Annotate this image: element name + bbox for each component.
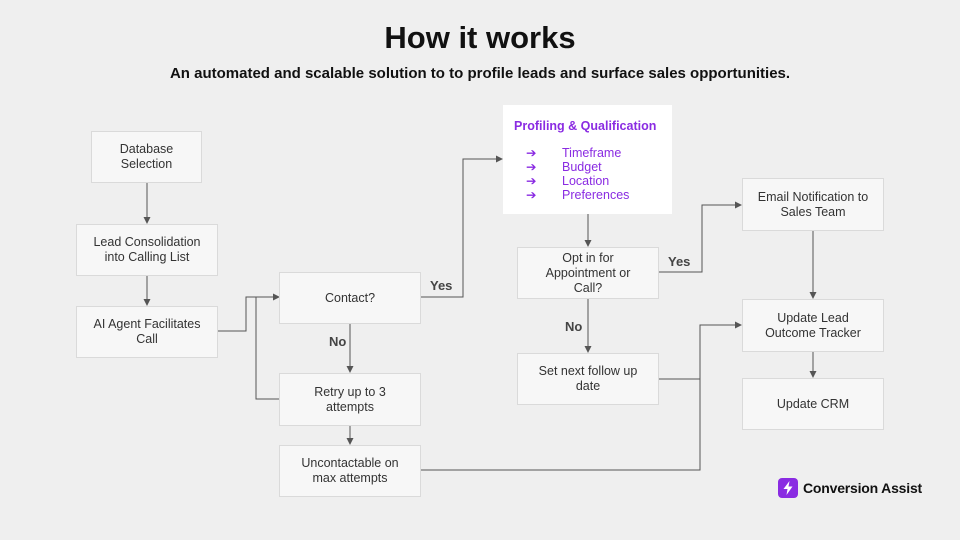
arrow-right-icon: ➔ (526, 188, 537, 202)
arrow-right-icon: ➔ (526, 160, 537, 174)
profiling-item: ➔Timeframe (526, 146, 622, 160)
page-subtitle: An automated and scalable solution to to… (169, 65, 791, 82)
contact-yes-label: Yes (430, 278, 453, 293)
brand-logo: Conversion Assist (778, 478, 922, 498)
profiling-qualification-box: Profiling & Qualification ➔Timeframe ➔Bu… (503, 105, 672, 214)
profiling-list: ➔Timeframe ➔Budget ➔Location ➔Preference… (526, 146, 672, 202)
profiling-item: ➔Location (526, 174, 610, 188)
page-title: How it works (384, 20, 576, 55)
optin-yes-label: Yes (668, 254, 691, 269)
arrow-right-icon: ➔ (526, 174, 537, 188)
arrow-right-icon: ➔ (526, 146, 537, 160)
profiling-title: Profiling & Qualification (514, 119, 657, 133)
update-crm-node: Update CRM (742, 378, 884, 430)
profiling-item: ➔Preferences (526, 188, 630, 202)
optin-no-label: No (565, 319, 583, 334)
brand-name: Conversion Assist (803, 480, 923, 496)
lightning-bolt-icon (778, 478, 798, 498)
profiling-item: ➔Budget (526, 160, 602, 174)
contact-decision-node: Contact? (279, 272, 421, 324)
contact-no-label: No (329, 334, 347, 349)
